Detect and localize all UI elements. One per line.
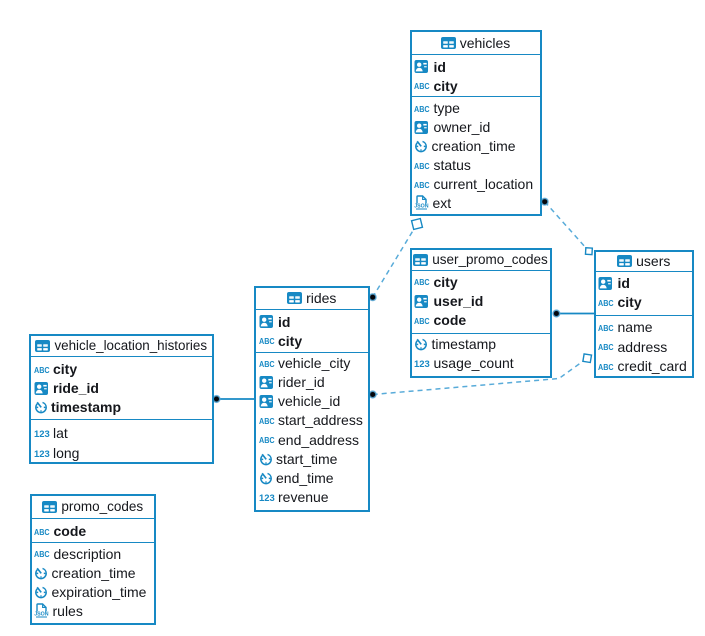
svg-text:ABC: ABC <box>414 81 430 90</box>
svg-text:ABC: ABC <box>259 416 275 425</box>
svg-text:ABC: ABC <box>414 277 430 286</box>
svg-text:ABC: ABC <box>598 342 614 351</box>
svg-text:ABC: ABC <box>414 161 430 170</box>
svg-text:123: 123 <box>414 359 430 368</box>
svg-text:ABC: ABC <box>414 180 430 189</box>
svg-text:ABC: ABC <box>259 435 275 444</box>
svg-text:ABC: ABC <box>598 323 614 332</box>
svg-text:ABC: ABC <box>34 549 50 558</box>
svg-text:ABC: ABC <box>598 362 614 371</box>
svg-text:123: 123 <box>259 493 275 502</box>
svg-text:ABC: ABC <box>34 365 50 374</box>
svg-text:123: 123 <box>34 429 50 438</box>
svg-text:ABC: ABC <box>414 104 430 113</box>
svg-text:ABC: ABC <box>259 336 275 345</box>
svg-text:ABC: ABC <box>259 359 275 368</box>
svg-text:ABC: ABC <box>414 316 430 325</box>
svg-text:ABC: ABC <box>598 298 614 307</box>
svg-text:JSON: JSON <box>414 204 428 210</box>
svg-text:123: 123 <box>34 449 50 458</box>
svg-text:JSON: JSON <box>34 612 48 618</box>
svg-text:ABC: ABC <box>34 527 50 536</box>
